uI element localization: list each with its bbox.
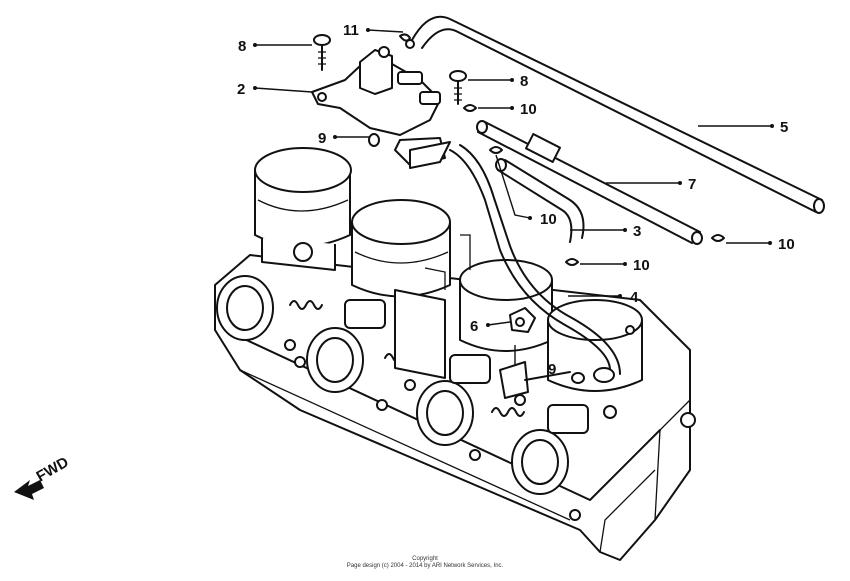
intake-port-4 <box>511 429 569 495</box>
callout-5[interactable]: 5 <box>780 119 788 136</box>
copyright-line-1: Copyright <box>412 556 438 562</box>
fitting-6 <box>509 307 536 333</box>
callout-6[interactable]: 6 <box>470 318 478 335</box>
intake-port-3 <box>416 380 474 446</box>
callout-8-right[interactable]: 8 <box>520 73 528 90</box>
callout-3[interactable]: 3 <box>633 223 641 240</box>
callout-10-b[interactable]: 10 <box>540 211 557 228</box>
body-bolts <box>284 325 696 521</box>
callout-4[interactable]: 4 <box>630 289 639 306</box>
fwd-indicator: FWD <box>14 454 72 500</box>
callout-labels: 8 11 2 8 10 9 5 7 10 3 10 10 4 6 9 <box>237 22 795 378</box>
callout-10-d[interactable]: 10 <box>778 236 795 253</box>
hose-7 <box>476 120 703 245</box>
leader-dots <box>253 28 774 327</box>
callout-10-a[interactable]: 10 <box>520 101 537 118</box>
carb-top-2 <box>351 199 451 298</box>
intake-port-2 <box>306 327 364 393</box>
fwd-label: FWD <box>34 454 72 486</box>
clips <box>368 33 725 384</box>
callout-2[interactable]: 2 <box>237 81 245 98</box>
mounting-bracket <box>394 234 471 379</box>
carb-top-4 <box>547 299 643 392</box>
bolt-8-upper <box>313 34 331 71</box>
callout-11[interactable]: 11 <box>343 22 359 39</box>
callout-9-lower[interactable]: 9 <box>548 361 556 378</box>
hose-4 <box>449 144 621 383</box>
callout-10-c[interactable]: 10 <box>633 257 650 274</box>
bolt-8-right <box>449 70 467 105</box>
callout-7[interactable]: 7 <box>688 176 696 193</box>
intake-port-1 <box>216 275 274 341</box>
callout-9-upper[interactable]: 9 <box>318 130 326 147</box>
copyright-line-2: Page design (c) 2004 - 2014 by ARI Netwo… <box>346 563 504 569</box>
valve-assembly-2 <box>311 39 446 166</box>
linkage-springs <box>289 299 589 434</box>
fwd-arrow-icon <box>14 480 44 500</box>
callout-8-upper[interactable]: 8 <box>238 38 246 55</box>
carb-top-1 <box>254 147 352 271</box>
fitting-9-lower <box>499 361 571 406</box>
leader-lines <box>254 29 772 365</box>
hose-5 <box>411 15 825 214</box>
hose-3 <box>495 158 585 243</box>
